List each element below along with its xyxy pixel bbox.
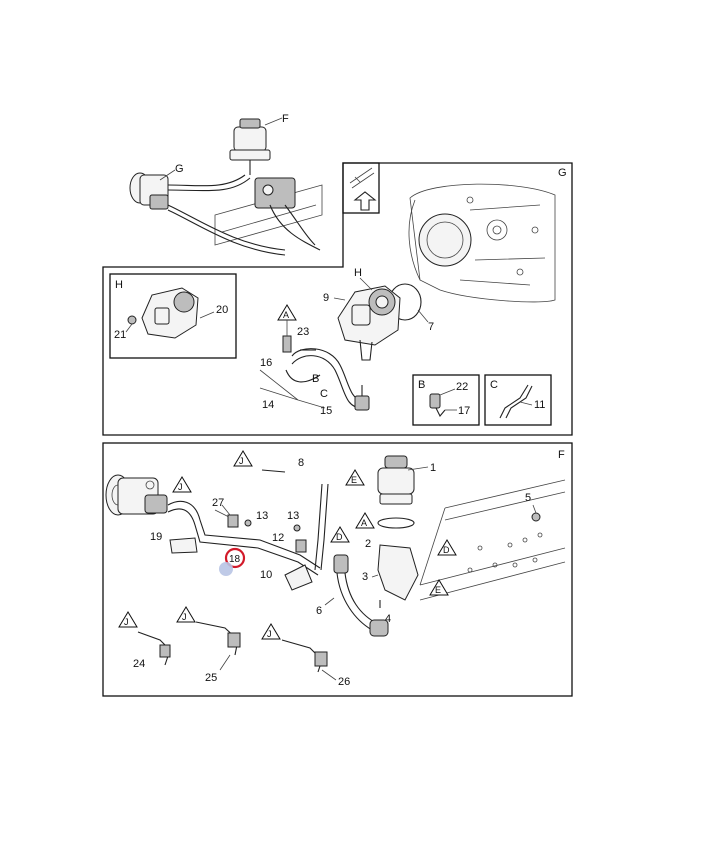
callout-15: 15 — [320, 405, 332, 417]
callout-12: 12 — [272, 532, 284, 544]
bolt-8 — [261, 469, 286, 473]
callout-C-mid: C — [320, 388, 328, 400]
callout-22: 22 — [456, 381, 468, 393]
ref-triangle-D1: D — [330, 526, 350, 543]
ref-triangle-E1: E — [345, 469, 365, 486]
callout-9: 9 — [323, 292, 329, 304]
ref-triangle-A-mid: A — [277, 304, 297, 321]
ref-triangle-A-low: A — [355, 512, 375, 529]
view-direction-box — [342, 162, 380, 214]
callout-23: 23 — [297, 326, 309, 338]
svg-text:D: D — [336, 532, 343, 542]
clamp-27 — [227, 514, 239, 528]
callout-2: 2 — [365, 538, 371, 550]
callout-11: 11 — [534, 399, 545, 411]
callout-27: 27 — [212, 497, 224, 509]
callout-H-detail: H — [354, 267, 362, 279]
callout-G-top: G — [175, 163, 184, 175]
bolt-5 — [531, 512, 541, 522]
detail-box-H: H 20 21 — [109, 273, 237, 359]
svg-text:J: J — [124, 617, 129, 627]
svg-text:D: D — [443, 545, 450, 555]
callout-F-top: F — [282, 113, 289, 125]
nut-13a — [244, 519, 252, 527]
top-overview: F G — [129, 113, 323, 256]
hose-assembly-14: B C 14 15 — [259, 348, 370, 417]
bracket-19 — [169, 537, 198, 554]
reservoir-1: 1 — [377, 455, 436, 505]
callout-G-panel: G — [558, 167, 567, 179]
svg-text:J: J — [239, 456, 244, 466]
clamp-12 — [295, 539, 307, 553]
callout-19: 19 — [150, 531, 162, 543]
svg-text:J: J — [182, 612, 187, 622]
callout-14: 14 — [262, 399, 274, 411]
bracket-3 — [377, 544, 419, 601]
callout-F-lower: F — [558, 449, 565, 461]
callout-6: 6 — [316, 605, 322, 617]
svg-text:A: A — [283, 310, 289, 320]
callout-18-highlighted[interactable]: 18 — [224, 547, 246, 569]
callout-13b: 13 — [287, 510, 299, 522]
ref-triangle-E2: E — [429, 579, 449, 596]
clamp-detail-26: J 26 — [261, 623, 350, 688]
callout-8: 8 — [298, 457, 304, 469]
nut-13b — [293, 524, 301, 532]
callout-3: 3 — [362, 571, 368, 583]
pressure-lines — [167, 483, 329, 576]
frame-rail — [419, 479, 566, 601]
callout-7: 7 — [428, 321, 434, 333]
pointer-cursor — [219, 562, 233, 576]
callout-26: 26 — [338, 676, 350, 688]
callout-18: 18 — [229, 554, 241, 565]
svg-text:J: J — [178, 482, 183, 492]
ref-triangle-J2: J — [233, 450, 253, 467]
callout-B-mid: B — [312, 373, 319, 385]
svg-text:A: A — [361, 518, 367, 528]
svg-text:E: E — [435, 585, 441, 595]
suction-hose-6: 6 — [316, 554, 389, 637]
callout-17: 17 — [458, 405, 470, 417]
flywheel-housing — [408, 183, 556, 303]
ref-triangle-D2: D — [437, 539, 457, 556]
power-steering-pump-9 — [337, 285, 401, 361]
callout-13a: 13 — [256, 510, 268, 522]
ref-triangle-J1: J — [172, 476, 192, 493]
highlight-ring — [224, 547, 246, 569]
reservoir-top — [229, 118, 271, 175]
clamp-detail-24: J 24 — [118, 611, 171, 670]
clamp-detail-25: J 25 — [176, 606, 241, 684]
callout-4: 4 — [385, 613, 391, 625]
svg-text:J: J — [267, 629, 272, 639]
steering-gear-lower — [105, 474, 168, 516]
bracket-10 — [284, 564, 313, 591]
callout-25: 25 — [205, 672, 217, 684]
callout-21: 21 — [114, 329, 126, 341]
detail-box-C: C 11 — [484, 374, 552, 426]
svg-text:E: E — [351, 475, 357, 485]
fitting-16 — [282, 335, 292, 353]
callout-5: 5 — [525, 492, 531, 504]
seal-ring-2 — [377, 517, 415, 529]
callout-16: 16 — [260, 357, 272, 369]
callout-H-panel: H — [115, 279, 123, 291]
callout-C-box: C — [490, 379, 498, 391]
callout-B-box: B — [418, 379, 425, 391]
detail-box-B: B 22 17 — [412, 374, 480, 426]
callout-24: 24 — [133, 658, 145, 670]
lower-panel-frame — [102, 442, 573, 697]
callout-20: 20 — [216, 304, 228, 316]
callout-10: 10 — [260, 569, 272, 581]
callout-1: 1 — [430, 462, 436, 474]
